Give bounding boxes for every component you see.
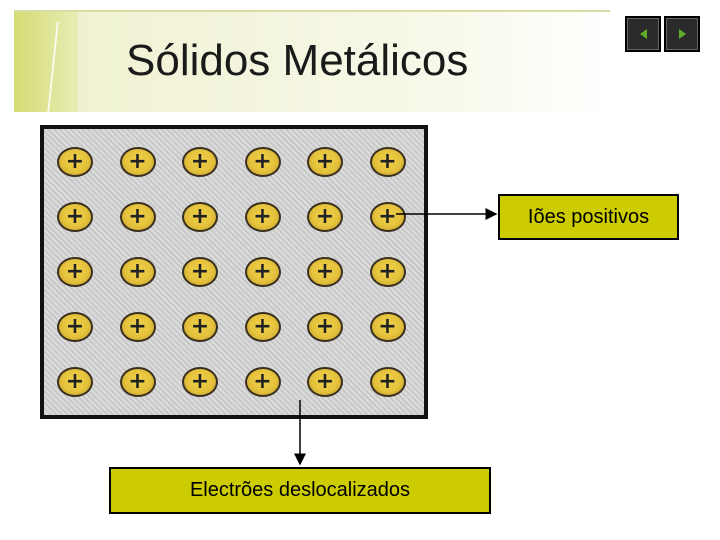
positive-ion: + xyxy=(57,257,93,287)
title-band xyxy=(14,10,610,112)
positive-ion: + xyxy=(244,147,281,177)
positive-ion: + xyxy=(307,202,343,232)
previous-slide-button[interactable] xyxy=(625,16,661,52)
slide-navigation xyxy=(625,16,700,52)
positive-ion: + xyxy=(244,202,281,232)
positive-ion: + xyxy=(244,257,281,287)
positive-ion: + xyxy=(307,147,343,177)
slide-title: Sólidos Metálicos xyxy=(126,36,469,85)
delocalized-electrons-label: Electrões deslocalizados xyxy=(109,467,491,514)
next-slide-button[interactable] xyxy=(664,16,700,52)
positive-ion: + xyxy=(182,367,218,397)
positive-ion: + xyxy=(307,257,343,287)
positive-ion: + xyxy=(119,312,156,342)
positive-ion: + xyxy=(119,202,156,232)
positive-ion: + xyxy=(57,202,93,232)
triangle-right-icon xyxy=(678,29,686,39)
positive-ions-label: Iões positivos xyxy=(498,194,679,240)
positive-ion: + xyxy=(57,367,93,397)
positive-ion: + xyxy=(307,367,343,397)
positive-ion: + xyxy=(307,312,343,342)
positive-ion: + xyxy=(119,147,156,177)
metal-lattice-image: + + + + + + + + + + + + + + + + + + + + + + + + + + + + + + xyxy=(40,125,428,419)
positive-ion: + xyxy=(182,257,218,287)
electron-sea: + + + + + + + + + + + + + + + + + + + + + + + + + + + + + + xyxy=(44,129,424,415)
positive-ion: + xyxy=(119,257,156,287)
positive-ion: + xyxy=(57,312,93,342)
positive-ion: + xyxy=(182,312,218,342)
positive-ion: + xyxy=(182,147,218,177)
positive-ion: + xyxy=(119,367,156,397)
positive-ion: + xyxy=(369,257,406,287)
positive-ion: + xyxy=(57,147,93,177)
positive-ion: + xyxy=(369,367,406,397)
triangle-left-icon xyxy=(639,29,647,39)
positive-ion: + xyxy=(369,147,406,177)
positive-ion: + xyxy=(182,202,218,232)
positive-ion: + xyxy=(244,312,281,342)
positive-ion: + xyxy=(244,367,281,397)
positive-ion: + xyxy=(369,202,406,232)
positive-ion: + xyxy=(369,312,406,342)
